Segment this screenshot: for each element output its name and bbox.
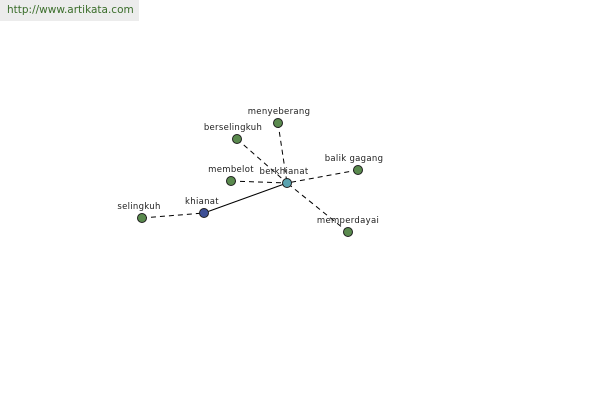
graph-nodes — [137, 118, 363, 237]
graph-edges — [141, 122, 359, 233]
label-berkhianat[interactable]: berkhianat — [260, 167, 309, 177]
node-memperdayai[interactable] — [343, 227, 353, 237]
node-berselingkuh[interactable] — [232, 134, 242, 144]
edge-balik-gagang-to-berkhianat — [286, 169, 359, 184]
node-balik-gagang[interactable] — [353, 165, 363, 175]
edge-membelot-to-berkhianat — [230, 180, 288, 184]
edge-selingkuh-to-khianat — [141, 212, 205, 219]
edge-berselingkuh-to-berkhianat — [236, 138, 288, 184]
node-selingkuh[interactable] — [137, 213, 147, 223]
edge-memperdayai-to-berkhianat — [286, 182, 349, 233]
label-memperdayai[interactable]: memperdayai — [317, 216, 379, 226]
site-url[interactable]: http://www.artikata.com — [0, 0, 139, 21]
site-url-text: http://www.artikata.com — [7, 4, 134, 16]
node-berkhianat[interactable] — [282, 178, 292, 188]
graph-labels: berkhianat khianat selingkuh membelot bersel… — [117, 107, 383, 226]
label-menyeberang[interactable]: menyeberang — [248, 107, 311, 117]
label-berselingkuh[interactable]: berselingkuh — [204, 123, 262, 133]
label-balik-gagang[interactable]: balik gagang — [325, 154, 384, 164]
node-membelot[interactable] — [226, 176, 236, 186]
label-khianat[interactable]: khianat — [185, 197, 219, 207]
node-menyeberang[interactable] — [273, 118, 283, 128]
label-selingkuh[interactable]: selingkuh — [117, 202, 160, 212]
node-khianat[interactable] — [199, 208, 209, 218]
edge-khianat-to-berkhianat — [203, 182, 288, 214]
label-membelot[interactable]: membelot — [208, 165, 254, 175]
edge-menyeberang-to-berkhianat — [277, 122, 288, 184]
